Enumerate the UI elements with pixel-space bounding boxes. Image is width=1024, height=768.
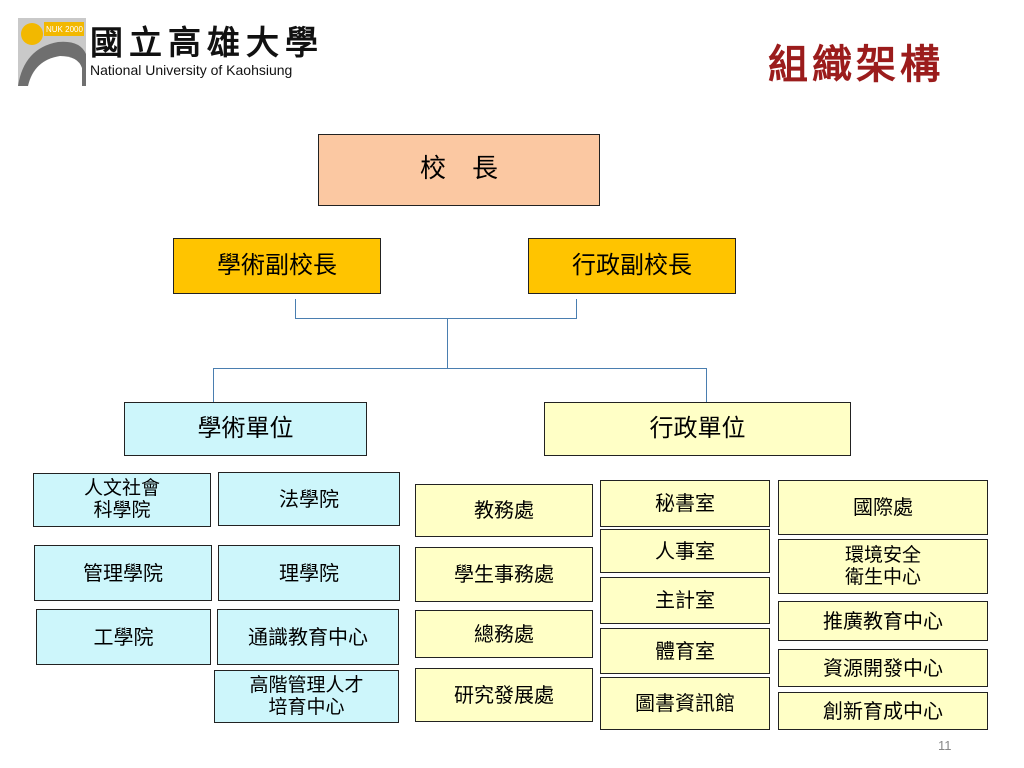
admin-office-label: 總務處 <box>474 621 534 646</box>
admin-units-box: 行政單位 <box>544 402 851 456</box>
slide-title: 組織架構 <box>768 41 944 88</box>
college-humanities-line1: 人文社會 <box>83 477 160 500</box>
admin-office-label: 創新育成中心 <box>823 698 943 723</box>
admin-office-label: 主計室 <box>655 588 715 612</box>
admin-office-label: 資源開發中心 <box>823 655 943 680</box>
academic-units-box: 學術單位 <box>124 402 367 456</box>
logo-chinese-name: 國立高雄大學 <box>90 23 324 62</box>
admin-office-box: 體育室 <box>600 628 770 674</box>
academic-units-label: 學術單位 <box>197 414 294 443</box>
college-management-box: 管理學院 <box>34 545 212 601</box>
president-label: 校 長 <box>419 154 498 185</box>
admin-office-box: 推廣教育中心 <box>778 601 988 641</box>
university-logo: NUK 2000 國立高雄大學 National University of K… <box>18 14 358 88</box>
admin-office-label: 圖書資訊館 <box>635 691 735 715</box>
college-engineering-label: 工學院 <box>93 624 154 649</box>
admin-office-label: 學生事務處 <box>454 562 554 586</box>
connector-line <box>213 368 707 369</box>
admin-office-label: 推廣教育中心 <box>823 608 943 633</box>
admin-office-label: 教務處 <box>474 498 534 522</box>
logo-badge-text: NUK 2000 <box>46 25 83 34</box>
nuk-logo-icon: NUK 2000 <box>18 18 86 86</box>
admin-office-box: 教務處 <box>415 484 593 537</box>
admin-office-box: 圖書資訊館 <box>600 677 770 730</box>
college-science-box: 理學院 <box>218 545 400 601</box>
admin-office-label: 體育室 <box>655 638 715 663</box>
vp-admin-box: 行政副校長 <box>528 238 736 294</box>
connector-line <box>576 299 577 318</box>
general-ed-center-label: 通識教育中心 <box>248 624 368 649</box>
admin-office-box: 環境安全 衛生中心 <box>778 539 988 594</box>
admin-office-box: 主計室 <box>600 577 770 624</box>
admin-office-box: 創新育成中心 <box>778 692 988 730</box>
vp-academic-label: 學術副校長 <box>217 251 337 280</box>
exec-training-line1: 高階管理人才 <box>249 673 364 696</box>
exec-training-center-box: 高階管理人才 培育中心 <box>214 670 399 723</box>
admin-office-box: 秘書室 <box>600 480 770 527</box>
connector-line <box>295 299 296 318</box>
admin-office-label: 研究發展處 <box>454 682 554 707</box>
admin-office-box: 人事室 <box>600 529 770 573</box>
vp-admin-label: 行政副校長 <box>572 251 692 280</box>
connector-line <box>447 318 448 368</box>
college-humanities-box: 人文社會 科學院 <box>33 473 211 527</box>
logo-english-name: National University of Kaohsiung <box>90 62 293 78</box>
admin-office-box: 研究發展處 <box>415 668 593 722</box>
page-number: 11 <box>938 738 952 753</box>
admin-office-label: 國際處 <box>853 495 913 519</box>
admin-office-box: 國際處 <box>778 480 988 535</box>
admin-office-label: 人事室 <box>655 538 715 563</box>
college-law-label: 法學院 <box>279 486 339 511</box>
president-box: 校 長 <box>318 134 600 206</box>
admin-office-box: 總務處 <box>415 610 593 658</box>
admin-office-label-line2: 衛生中心 <box>844 565 921 588</box>
admin-office-label-line1: 環境安全 <box>844 543 921 566</box>
college-engineering-box: 工學院 <box>36 609 211 665</box>
exec-training-line2: 培育中心 <box>268 695 345 718</box>
admin-office-label: 秘書室 <box>655 491 715 515</box>
admin-office-box: 學生事務處 <box>415 547 593 602</box>
college-management-label: 管理學院 <box>83 560 163 585</box>
connector-line <box>295 318 577 319</box>
general-ed-center-box: 通識教育中心 <box>217 609 399 665</box>
college-humanities-line2: 科學院 <box>93 499 151 521</box>
college-law-box: 法學院 <box>218 472 400 526</box>
connector-line <box>213 368 214 402</box>
admin-units-label: 行政單位 <box>649 414 746 443</box>
college-science-label: 理學院 <box>279 560 339 585</box>
vp-academic-box: 學術副校長 <box>173 238 381 294</box>
admin-office-box: 資源開發中心 <box>778 649 988 687</box>
connector-line <box>706 368 707 402</box>
